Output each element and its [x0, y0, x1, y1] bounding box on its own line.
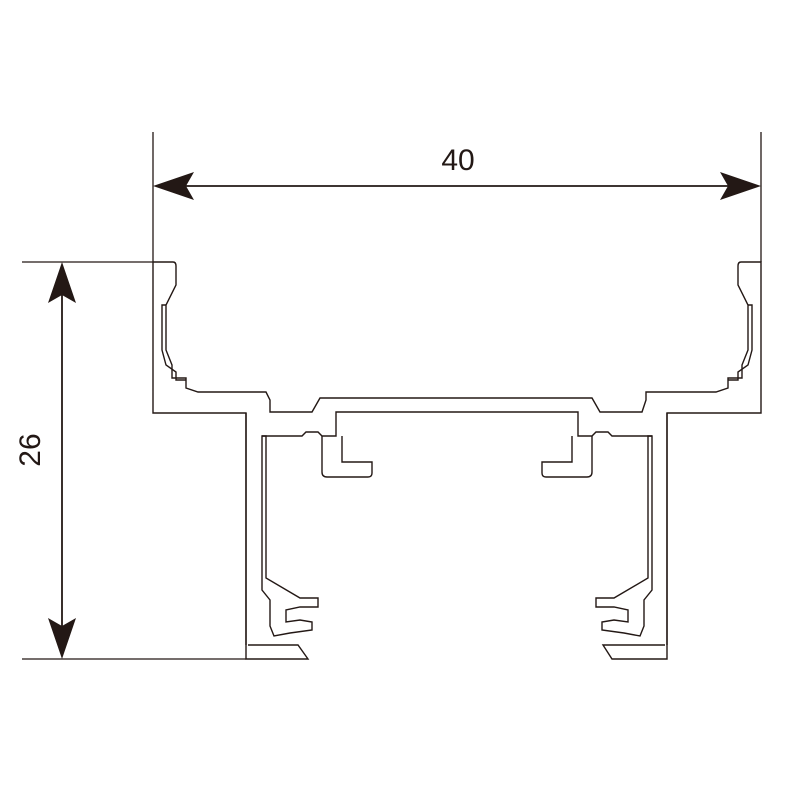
profile-section: [152, 261, 762, 660]
height-dimension-label: 26: [14, 433, 47, 466]
extension-lines: [22, 132, 762, 660]
width-dimension-label: 40: [441, 144, 474, 177]
right-hook: [541, 436, 593, 478]
right-leg: [595, 413, 668, 645]
width-arrow-left: [153, 172, 194, 200]
profile-outer-contour: [152, 261, 762, 660]
left-hook: [321, 436, 373, 478]
left-inner-lip: [161, 304, 186, 381]
height-arrow-bottom: [48, 618, 76, 659]
height-dimension: 26: [14, 262, 76, 659]
left-leg: [245, 413, 319, 645]
height-arrow-top: [48, 262, 76, 303]
width-dimension: 40: [153, 144, 761, 200]
inner-channel: [266, 411, 648, 437]
width-arrow-right: [720, 172, 761, 200]
right-inner-lip: [728, 304, 753, 381]
